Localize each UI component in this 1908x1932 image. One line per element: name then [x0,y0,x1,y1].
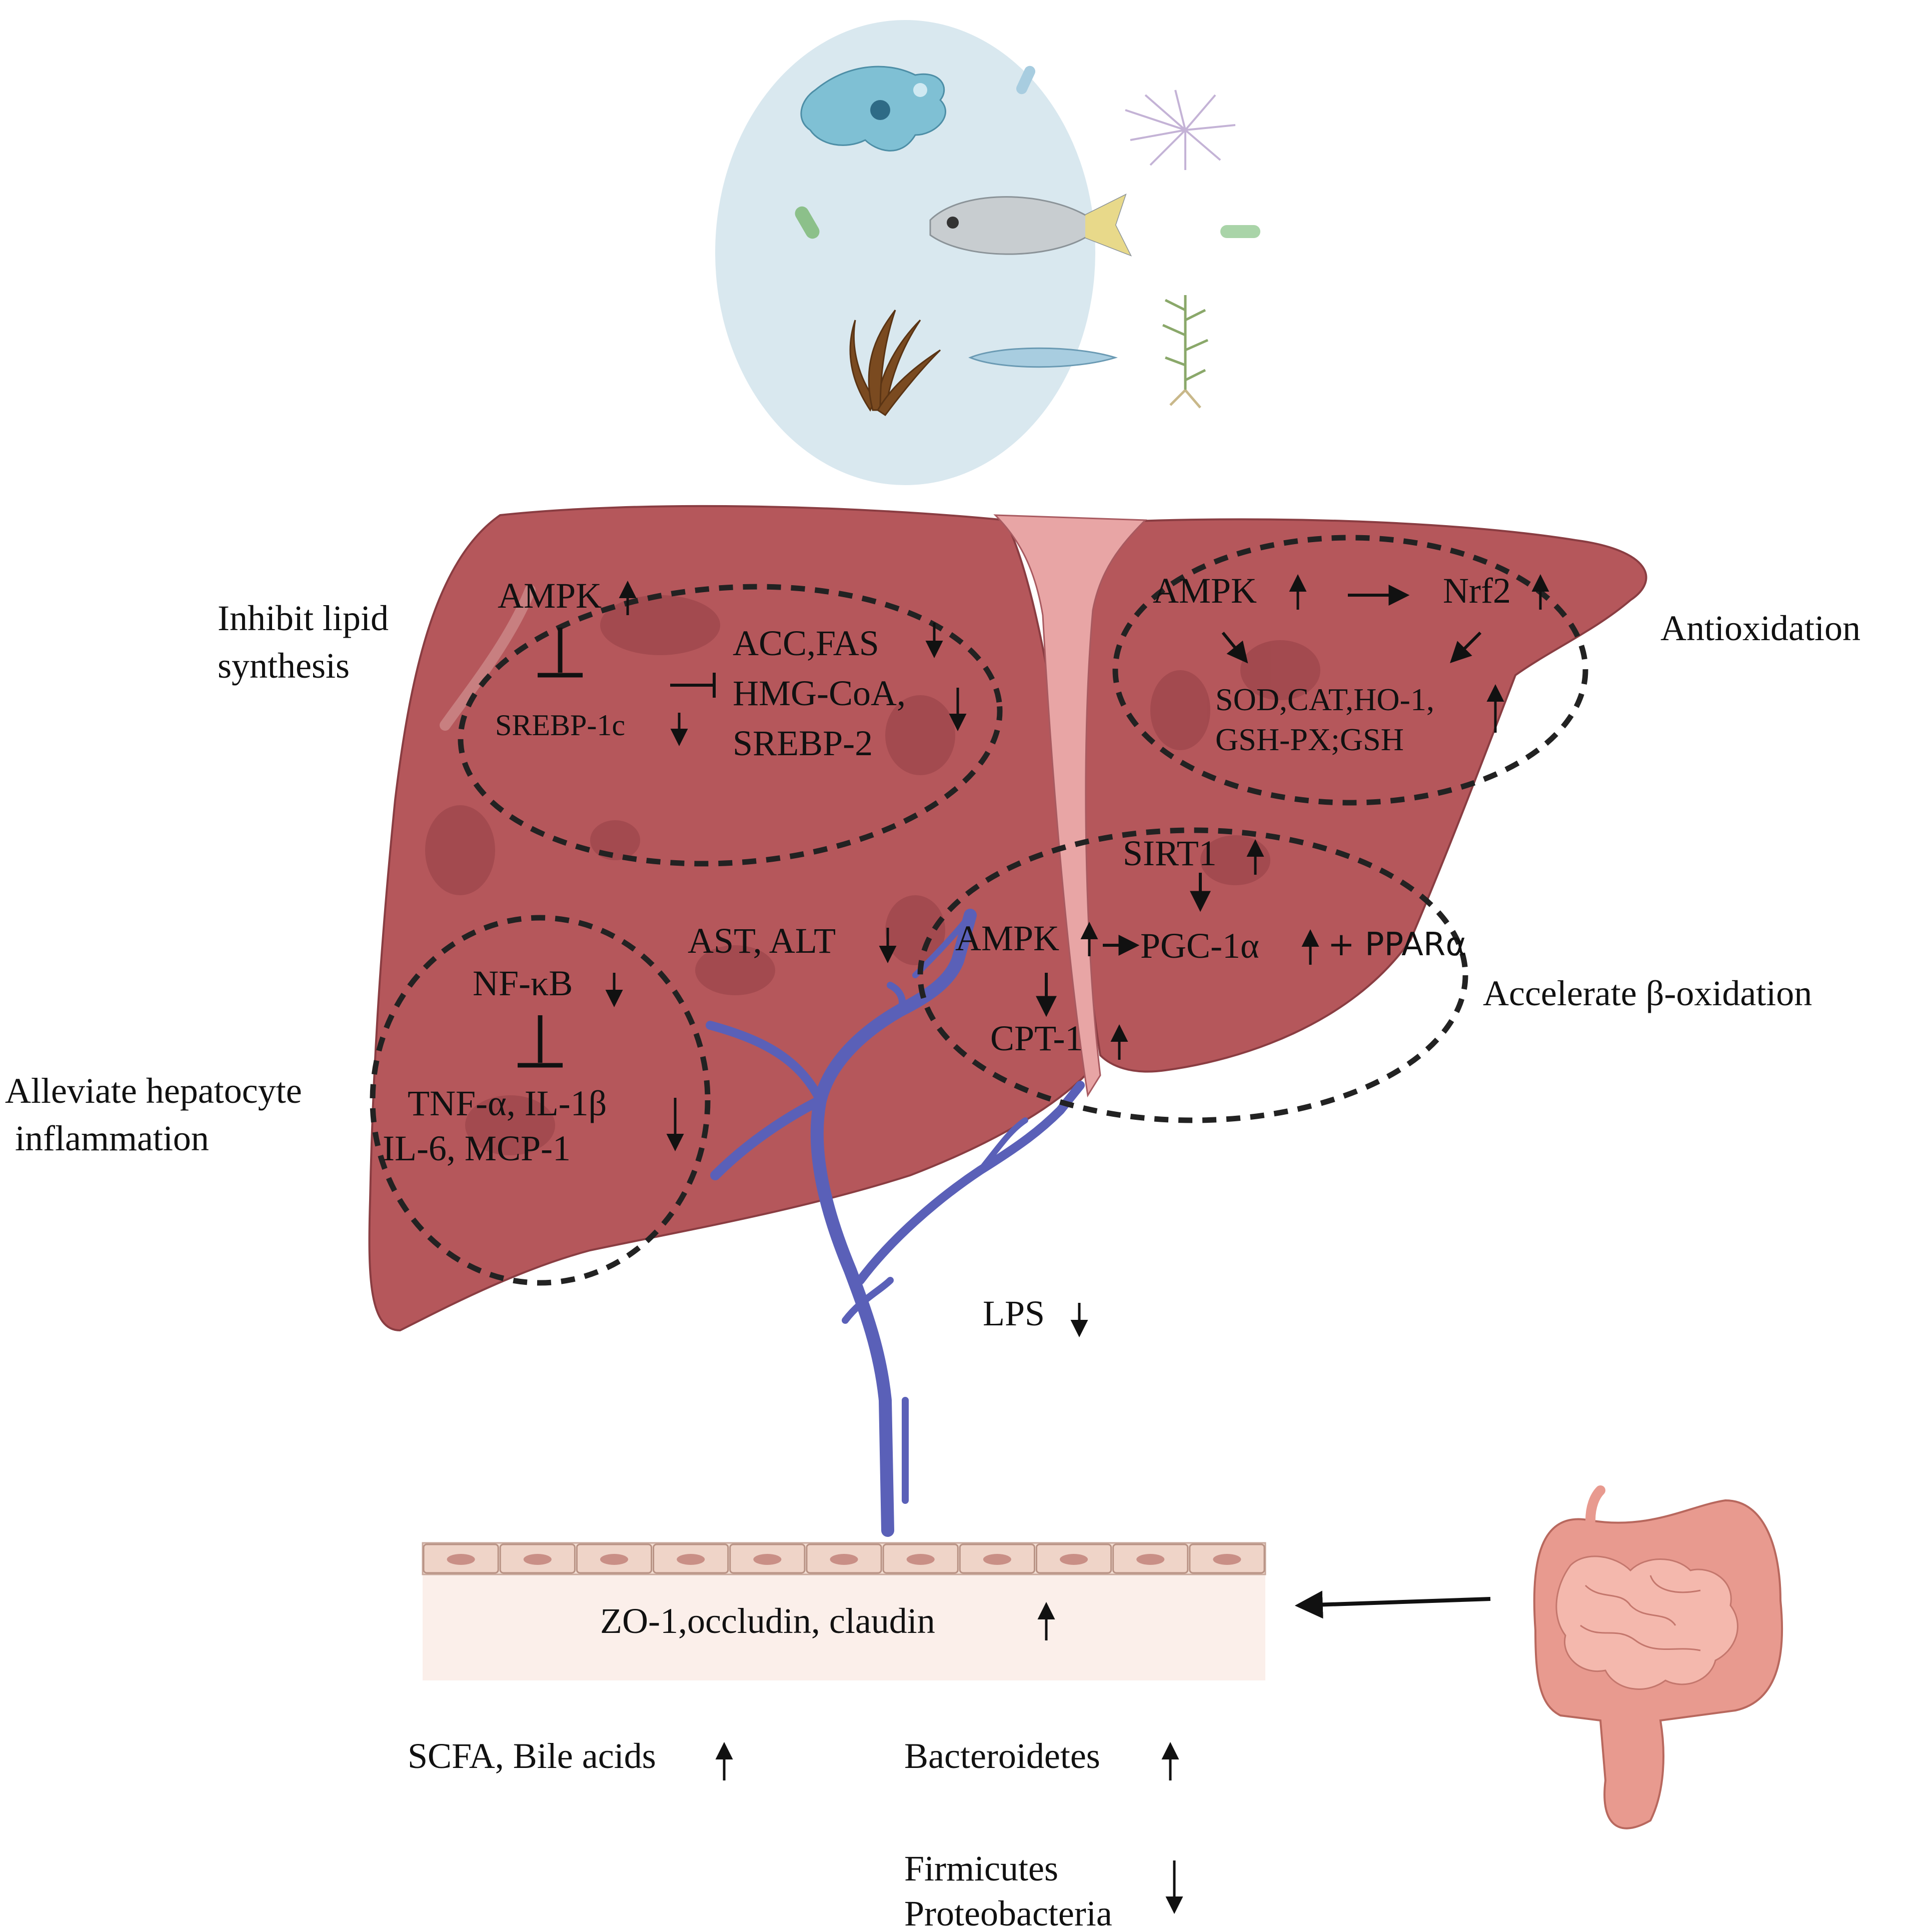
cell-nucleus [677,1554,705,1565]
inhibit-srebp-acc [670,673,716,698]
cell-nucleus [447,1554,475,1565]
kelp-illustration [849,310,941,417]
lipid-target-3: SREBP-2 [733,723,873,763]
beta-oxidation-region [917,827,1468,1123]
arrow-ampk-sod [1221,632,1248,664]
lipid-srebp1c: SREBP-1c [495,709,625,742]
cell-nucleus [1213,1554,1241,1565]
small-intestine [1555,1555,1738,1690]
liver-texture [425,595,1320,1155]
connectors [518,585,1491,1619]
antiox-target-1: SOD,CAT,HO-1, [1215,682,1434,717]
marine-sources-illustration [715,20,1260,485]
beta-pgc: PGC-1α [1140,926,1259,966]
label-alleviate-1: Alleviate hepatocyte [5,1071,302,1111]
rod-bacterium-top [1016,66,1036,95]
label-inhibit-lipid-1: Inhibit lipid [218,598,389,638]
green-plant-illustration [1162,295,1209,409]
liver-illustration [368,505,1647,1332]
fish-illustration [929,194,1132,257]
lipid-ampk: AMPK [498,576,602,616]
cell-nucleus [753,1554,782,1565]
antioxidation-region [1112,535,1588,806]
label-alleviate-2: inflammation [15,1118,209,1158]
label-inhibit-lipid-2: synthesis [218,646,350,686]
diatom-illustration [968,347,1118,368]
green-bacterium-right [1220,225,1260,238]
protist-nucleus [870,100,890,120]
label-antioxidation: Antioxidation [1660,608,1860,648]
inhibit-nfkb-tnf [518,1015,563,1068]
intestinal-barrier [422,1542,1266,1680]
lipid-target-2: HMG-CoA, [733,673,906,713]
gut-bacteroidetes: Bacteroidetes [904,1736,1100,1776]
antiox-nrf2: Nrf2 [1443,571,1511,611]
liver-markers: AST, ALT [688,921,836,961]
lipid-synthesis-region [458,584,1003,867]
antiox-target-2: GSH-PX;GSH [1215,722,1404,757]
lps-label: LPS [983,1293,1045,1333]
inflam-target-2: IL-6, MCP-1 [383,1128,571,1168]
arrow-nrf2-sod [1450,631,1482,663]
indicator-arrows [605,574,1549,1914]
cell-nucleus [830,1554,858,1565]
barrier-band [423,1574,1265,1680]
arrow-gut-to-barrier [1294,1590,1491,1619]
cell-nucleus [906,1554,935,1565]
stomach-tube [1585,1485,1605,1525]
portal-vein-illustration [706,909,1085,1537]
cell-nucleus [1060,1554,1088,1565]
barrier-proteins: ZO-1,occludin, claudin [600,1601,935,1641]
beta-cpt: CPT-1 [990,1018,1083,1058]
inflammation-region [370,915,711,1286]
inflam-target-1: TNF-α, IL-1β [408,1083,607,1123]
text-layer: Inhibit lipid synthesis Antioxidation Al… [5,571,1860,1932]
gut-proteobacteria: Proteobacteria [904,1893,1112,1929]
beta-ppar: + PPARα [1328,926,1467,963]
antiox-ampk: AMPK [1153,571,1257,611]
green-bacterium-left [795,206,820,239]
cell-nucleus [983,1554,1011,1565]
falciform-ligament [993,514,1147,1098]
beta-ampk: AMPK [955,918,1059,958]
gut-firmicutes: Firmicutes [904,1848,1058,1888]
gut-scfa: SCFA, Bile acids [408,1736,656,1776]
dashed-groups [370,535,1588,1286]
lipid-target-1: ACC,FAS [733,623,879,663]
inhibit-ampk-srebp [538,628,583,678]
beta-sirt1: SIRT1 [1123,833,1217,873]
cell-nucleus [600,1554,628,1565]
intestine-illustration [1533,1485,1783,1829]
label-accelerate: Accelerate β-oxidation [1483,973,1812,1013]
inflam-nfkb: NF-κB [473,963,573,1003]
branched-alga-illustration [1125,90,1236,170]
cell-nucleus [523,1554,552,1565]
cell-nucleus [1136,1554,1165,1565]
epithelial-cells [423,1543,1265,1574]
marine-background-circle [715,20,1095,485]
